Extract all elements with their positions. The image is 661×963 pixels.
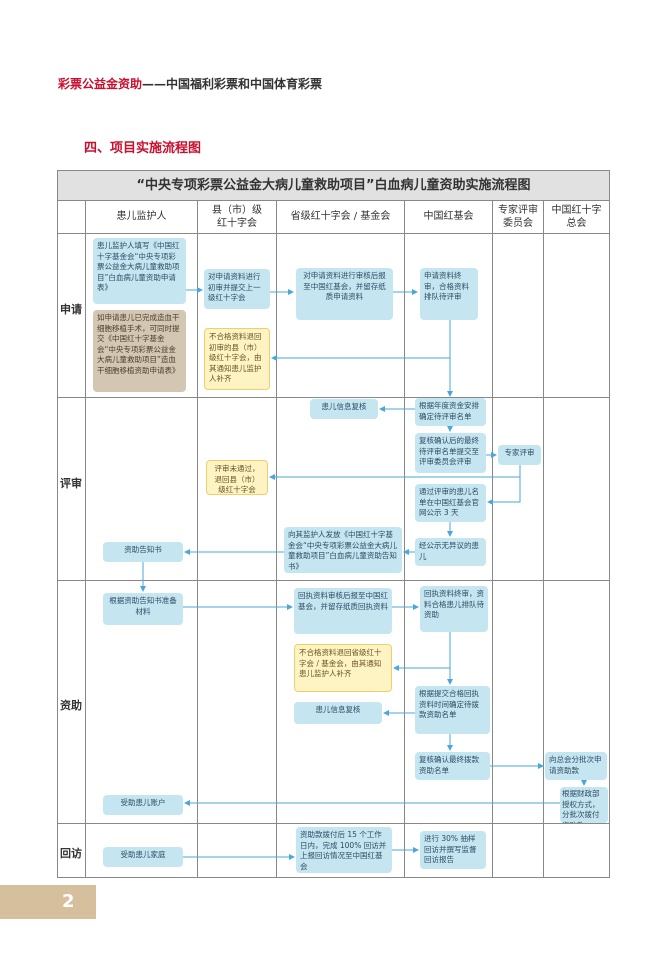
box-county-initial-review: 对申请资料进行初审并提交上一级红十字会 [204,269,270,309]
box-info-recheck-2: 患儿信息复核 [294,702,382,724]
box-unqualified-returned-county: 不合格资料退回初审的县（市）级红十字会，由其通知患儿监护人补齐 [204,328,270,390]
box-no-objection: 经公示无异议的患儿 [415,538,486,566]
column-header-red-cross-society: 中国红十字 总会 [551,205,602,229]
grid-line [197,200,198,877]
box-recipient-account: 受助患儿账户 [103,795,183,815]
box-recipient-family: 受助患儿家庭 [103,847,183,867]
box-receipt-final-review: 回执资料终审，资料合格患儿排队待资助 [420,586,488,632]
column-header-provincial-redcross: 省级红十字会 / 基金会 [290,211,391,222]
header-brand: 彩票公益金资助 [58,77,143,91]
box-expert-review: 专家评审 [498,445,541,465]
box-receipt-review: 回执资料审核后报至中国红基会，并留存纸质回执资料 [294,588,392,634]
box-public-notice: 通过评审的患儿名单在中国红基会官网公示 3 天 [415,484,486,522]
box-transplant-application: 如申请患儿已完成造血干细胞移植手术，可同时提交《中国红十字基金会“中央专项彩票公… [93,310,186,392]
box-sample-followup: 进行 30% 抽样回访并撰写监督回访报告 [420,831,486,869]
box-review-failed-returned: 评审未通过，退回县（市）级红十字会 [206,460,268,495]
box-funding-list: 根据提交合格回执资料时间确定待拨款资助名单 [415,686,490,734]
row-header-followup: 回访 [60,847,82,860]
grid-line [276,200,277,877]
box-final-review-queue: 申请资料终审，合格资料排队待评审 [420,268,478,320]
box-notice-letter: 资助告知书 [103,542,183,562]
box-full-followup: 资助款拨付后 15 个工作日内，完成 100% 回访并上报回访情况至中国红基会 [296,827,392,873]
diagram-title: “中央专项彩票公益金大病儿童救助项目”白血病儿童资助实施流程图 [58,171,609,201]
header-subtitle: 中国福利彩票和中国体育彩票 [166,77,323,91]
box-final-list-to-committee: 复核确认后的最终待评审名单提交至评审委员会评审 [415,433,486,473]
column-header-expert-committee: 专家评审 委员会 [498,205,538,229]
header-dash: —— [142,77,167,91]
grid-line [58,580,609,581]
running-header: 彩票公益金资助——中国福利彩票和中国体育彩票 [58,75,322,92]
box-issue-notice-letter: 向其监护人发放《中国红十字基金会“中央专项彩票公益金大病儿童救助项目”白血病儿童… [284,527,402,573]
row-header-funding: 资助 [60,699,82,712]
grid-line [85,200,86,877]
column-header-guardian: 患儿监护人 [116,211,167,222]
grid-line [58,823,609,824]
box-info-recheck-1: 患儿信息复核 [310,399,378,419]
column-header-county-redcross: 县（市）级 红十字会 [212,205,262,229]
section-title: 四、项目实施流程图 [84,141,202,156]
page-number: 2 [0,885,96,919]
box-prepare-materials: 根据资助告知书准备材料 [103,593,183,625]
box-provincial-review: 对申请资料进行审核后报至中国红基会，并留存纸质申请资料 [296,268,393,320]
grid-line [58,233,609,234]
box-unqualified-returned-provincial: 不合格资料退回省级红十字会 / 基金会，由其通知患儿监护人补齐 [294,644,392,692]
column-header-china-foundation: 中国红基会 [423,211,474,222]
row-header-review: 评审 [60,477,82,490]
box-batch-disbursement: 根据财政部授权方式，分批次拨付资助款 [560,787,608,823]
grid-line [58,397,609,398]
box-annual-budget-list: 根据年度资金安排确定待评审名单 [415,398,486,426]
box-apply-funds-from-society: 向总会分批次申请资助款 [545,752,607,780]
flowchart-table [57,170,610,878]
grid-line [492,200,493,877]
box-guardian-fill-form: 患儿监护人填写《中国红十字基金会“中央专项彩票公益金大病儿童救助项目”白血病儿童… [93,238,186,304]
box-final-funding-list: 复核确认最终拨款资助名单 [415,752,490,780]
row-header-apply: 申请 [60,303,82,316]
grid-line [543,200,544,877]
grid-line [404,200,405,877]
